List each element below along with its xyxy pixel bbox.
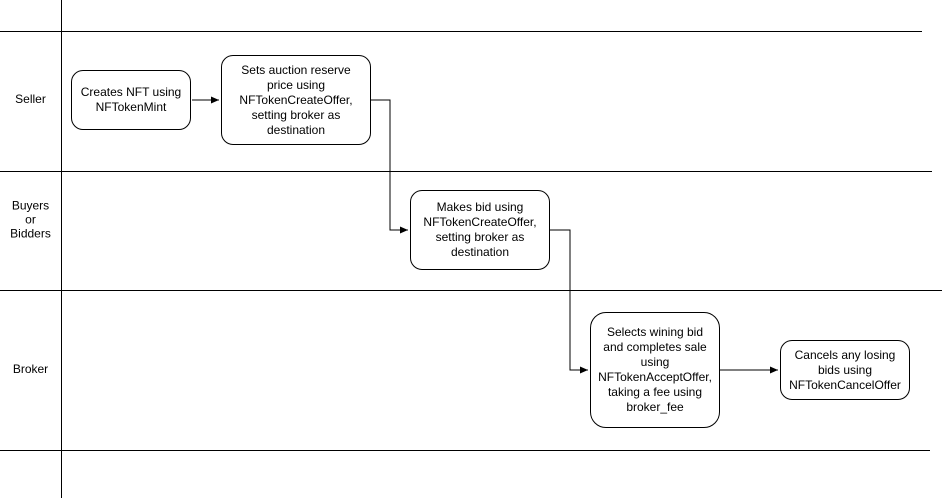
node-selects-winning-bid: Selects wining bid and completes sale us… (590, 312, 720, 428)
lane-label-separator (61, 0, 62, 498)
connector-sets-reserve-to-makes-bid (371, 99, 408, 234)
lane-divider-seller-buyers (0, 171, 932, 172)
lane-label-buyers-or-bidders: Buyers or Bidders (10, 198, 51, 240)
node-creates-nft: Creates NFT using NFTokenMint (71, 70, 191, 130)
lane-divider-bottom (0, 450, 930, 451)
node-cancels-losing-bids: Cancels any losing bids using NFTokenCan… (780, 340, 910, 400)
connector-makes-bid-to-selects-winning-bid (550, 229, 588, 374)
node-sets-reserve: Sets auction reserve price using NFToken… (221, 55, 371, 145)
node-makes-bid: Makes bid using NFTokenCreateOffer, sett… (410, 190, 550, 270)
lane-divider-top (0, 31, 922, 32)
lane-label-seller: Seller (15, 92, 46, 107)
lane-divider-buyers-broker (0, 290, 942, 291)
lane-label-broker: Broker (12, 362, 49, 377)
